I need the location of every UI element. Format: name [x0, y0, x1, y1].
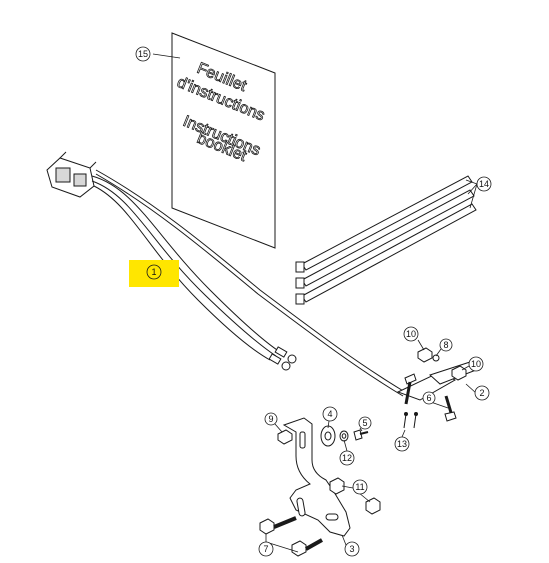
svg-text:11: 11 [355, 482, 364, 492]
svg-text:4: 4 [327, 409, 332, 419]
nut-10a [417, 347, 433, 363]
wiring-harness [46, 151, 406, 397]
bolt-6b [444, 395, 457, 422]
svg-text:8: 8 [443, 340, 448, 350]
callout-6: 6 [422, 391, 436, 405]
callout-14: 14 [476, 176, 492, 192]
callout-13: 13 [394, 436, 410, 452]
callout-7: 7 [258, 541, 274, 557]
screw-5 [353, 429, 369, 441]
callout-1-highlight [129, 260, 179, 287]
pins-13 [403, 412, 418, 429]
callout-3: 3 [344, 541, 360, 557]
svg-text:14: 14 [479, 179, 489, 189]
callout-5: 5 [358, 416, 372, 430]
screw-8 [432, 354, 440, 362]
callout-9: 9 [264, 412, 278, 426]
svg-text:13: 13 [397, 439, 407, 449]
harness-ring-terminals [268, 346, 297, 371]
callout-4: 4 [322, 406, 338, 422]
svg-text:10: 10 [406, 329, 416, 339]
callout-11: 11 [352, 479, 368, 495]
svg-text:3: 3 [349, 544, 354, 554]
svg-text:2: 2 [479, 388, 484, 398]
svg-text:9: 9 [268, 414, 273, 424]
callout-12: 12 [339, 450, 355, 466]
washer-12 [339, 430, 349, 442]
bolts-7 [259, 516, 323, 557]
callout-10a: 10 [403, 326, 419, 342]
callout-10b: 10 [468, 356, 484, 372]
svg-text:12: 12 [342, 453, 352, 463]
svg-text:5: 5 [362, 418, 367, 428]
nuts-11 [329, 477, 381, 515]
callout-2: 2 [474, 385, 490, 401]
callout-1: 1 [146, 264, 162, 280]
spacer-4 [320, 425, 336, 447]
svg-text:10: 10 [471, 359, 481, 369]
callout-8: 8 [439, 338, 453, 352]
svg-text:1: 1 [151, 267, 156, 277]
cable-ties [295, 175, 477, 305]
svg-text:15: 15 [138, 49, 148, 59]
bolt-6a [404, 373, 417, 405]
nut-9 [277, 429, 293, 445]
svg-text:7: 7 [263, 544, 268, 554]
svg-text:6: 6 [426, 393, 431, 403]
callout-15: 15 [135, 46, 151, 62]
harness-connector [46, 151, 97, 198]
instruction-booklet: Feuillet d'instructions Instructions boo… [171, 32, 276, 249]
large-bracket [282, 417, 351, 537]
